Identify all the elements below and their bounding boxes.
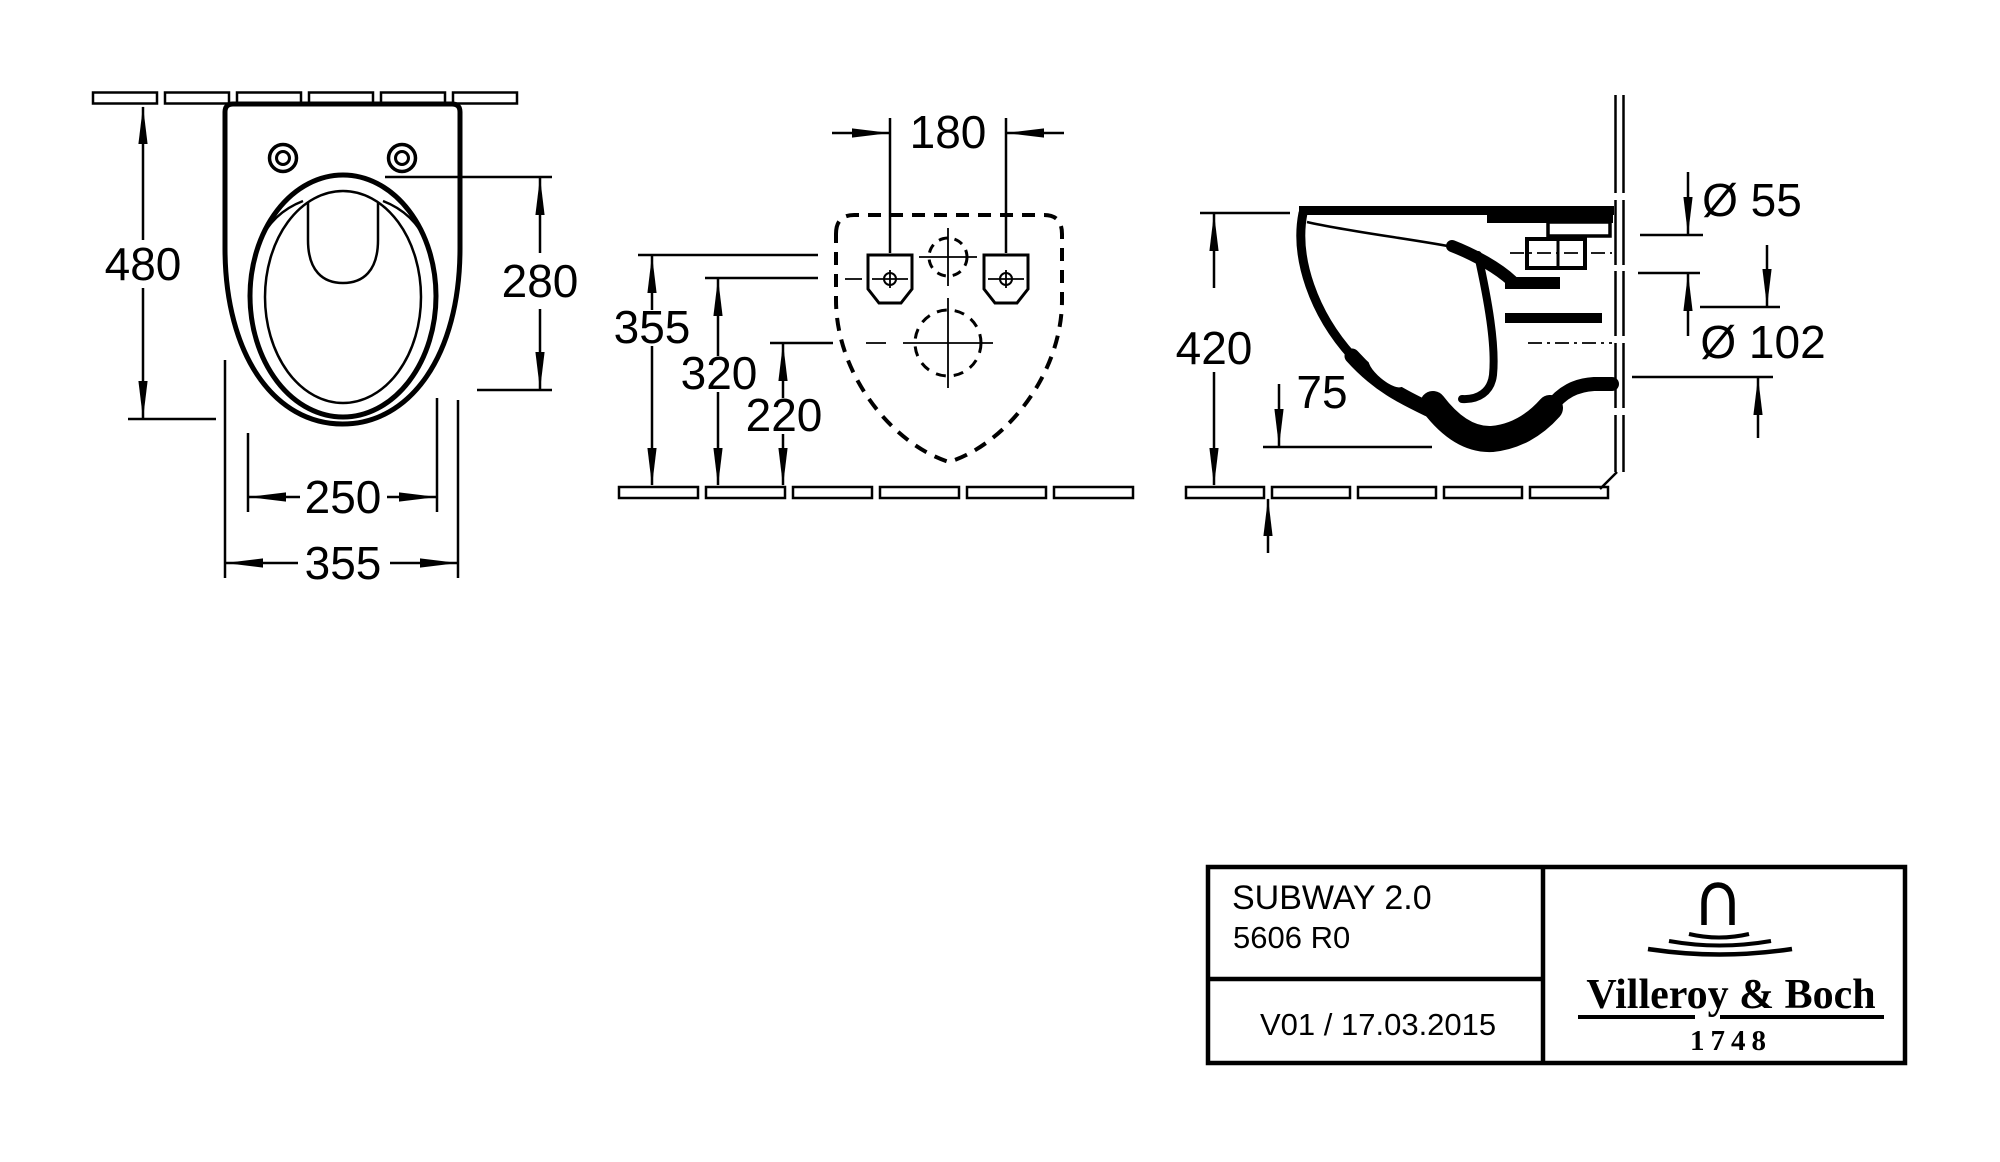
dim-outlet-102 [1632,245,1780,438]
rear-view [617,118,1135,500]
label-bolt-spacing-180: 180 [910,106,987,158]
pan-silhouette-dashed [834,213,1064,465]
dim-355-inlet [638,253,818,486]
dim-320 [705,276,818,486]
dim-inlet-55 [1638,172,1703,336]
dim-250 [246,398,439,512]
inlet-circle [919,228,977,286]
dim-75 [1263,384,1432,553]
fixing-hole-left [845,253,914,305]
rim-inner [263,189,423,405]
label-height-420: 420 [1176,322,1253,374]
label-inlet-dia-55: Ø 55 [1702,174,1802,226]
seat-fixing-holes [267,142,418,174]
label-clearance-75: 75 [1296,366,1347,418]
label-seat-holes-250: 250 [305,471,382,523]
brand-fountain-icon [1647,882,1793,957]
rim-shelf-right [382,199,429,244]
pan-body-outline [222,101,463,427]
title-block [1205,864,1908,1066]
dim-355 [223,360,460,578]
title-block-border [1205,864,1908,1066]
product-name: SUBWAY 2.0 [1232,879,1432,917]
label-outlet-dia-102: Ø 102 [1700,316,1825,368]
label-outlet-height-220: 220 [746,389,823,441]
floor-tiles-side [1184,485,1610,500]
label-bolt-height-320: 320 [681,347,758,399]
outlet-circle [866,298,993,388]
top-view [91,91,552,578]
pan-section [1296,206,1619,453]
version-date: V01 / 17.03.2015 [1260,1007,1496,1042]
rim-outer [247,172,439,420]
label-inlet-height-355: 355 [614,301,691,353]
sump-outline [306,203,380,285]
brand-wordmark: Villeroy & Boch [1586,972,1875,1018]
dim-220 [770,341,833,486]
side-view [1184,95,1780,553]
article-number: 5606 R0 [1233,920,1350,955]
dim-180 [832,118,1064,253]
floor-tiles-rear [617,485,1135,500]
label-width-355: 355 [305,537,382,589]
label-bowl-depth-280: 280 [502,255,579,307]
dim-280 [385,175,552,392]
dim-420 [1200,211,1290,486]
wall-line [1599,95,1625,490]
label-depth-480: 480 [105,238,182,290]
brand-year: 1748 [1690,1025,1772,1057]
rim-shelf-left [257,199,304,244]
dim-480 [128,106,216,421]
fixing-hole-right [982,253,1030,305]
